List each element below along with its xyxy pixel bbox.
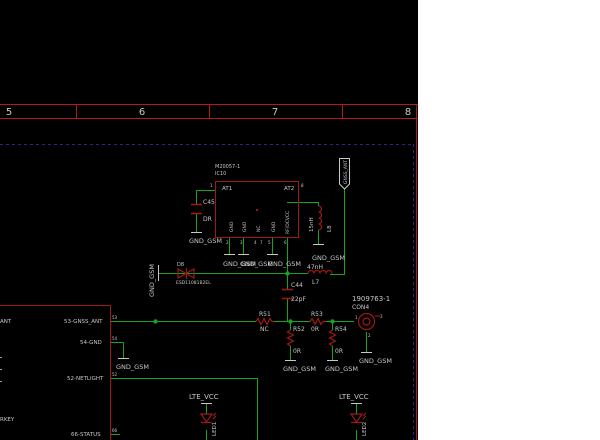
l8-name-label: L8 xyxy=(327,225,333,232)
ic10-pin-at1: AT1 xyxy=(222,186,232,192)
lte-vcc-label-1: LTE_VCC xyxy=(189,393,219,401)
d8-name-label: D8 xyxy=(177,262,184,268)
r52-name-label: R52 xyxy=(293,326,305,333)
con4-value-label: 1909763-1 xyxy=(352,295,390,303)
gnd-label-module: GND_GSM xyxy=(116,363,149,371)
ic10-pin-num-8: 8 xyxy=(301,183,304,188)
ic10-body[interactable] xyxy=(215,181,299,238)
gnd-label-r52: GND_GSM xyxy=(283,365,316,373)
ground-symbols xyxy=(118,232,372,361)
con4-pin-1-label: 1 xyxy=(355,315,358,320)
r52-value-label: 0R xyxy=(293,348,301,355)
ic10-pin-num-2: 2 xyxy=(226,240,229,245)
l7-inductor[interactable] xyxy=(307,269,333,274)
r53-resistor[interactable] xyxy=(309,317,326,326)
led1-name-label: LED1 xyxy=(212,422,218,436)
gnd-label-ic-pin2: GND_GSM xyxy=(223,260,256,268)
ic10-pin-num-3: 3 xyxy=(240,240,243,245)
module-left-tick-marks xyxy=(0,357,2,382)
lte-vcc-label-2: LTE_VCC xyxy=(339,393,369,401)
led2[interactable] xyxy=(349,412,367,424)
net-junctions xyxy=(153,271,335,324)
ic10-pin-at2: AT2 xyxy=(284,186,294,192)
gnd-label-ic-pin3: GND_GSM xyxy=(240,260,273,268)
ic10-pin-rf: RF/DCVCC xyxy=(285,211,291,234)
frame-column-5: 5 xyxy=(6,107,12,118)
ic10-name-label: IC10 xyxy=(215,171,226,177)
gnd-label-c45: GND_GSM xyxy=(189,237,222,245)
module-pin-53-number: 53 xyxy=(112,315,118,320)
d8-diode[interactable] xyxy=(177,267,195,280)
schematic-drawing: 5 6 7 8 xyxy=(0,104,418,440)
r51-resistor[interactable] xyxy=(255,317,274,326)
con4-connector[interactable] xyxy=(357,312,381,331)
ic10-pin-num-1: 1 xyxy=(210,183,213,188)
con4-name-label: CON4 xyxy=(352,304,369,311)
gnd-label-d8: GND_GSM xyxy=(148,264,156,297)
module-pin-54-number: 54 xyxy=(112,336,118,341)
l8-inductor[interactable] xyxy=(318,205,323,231)
sheet-frame xyxy=(0,104,418,440)
ic10-pin-gnd-3: GND xyxy=(271,221,277,232)
module-pin-52-number: 52 xyxy=(112,372,118,377)
empty-page-area xyxy=(418,0,600,440)
r53-value-label: 0R xyxy=(311,326,319,333)
led1[interactable] xyxy=(199,412,217,424)
con4-pin-3-label: 3 xyxy=(380,314,383,319)
module-body[interactable] xyxy=(0,305,111,440)
l7-value-label: 47nH xyxy=(307,264,323,271)
led2-name-label: LED2 xyxy=(362,422,368,436)
ic10-pin-num-6: 6 xyxy=(284,240,287,245)
module-pin-53-label: 53-GNSS_ANT xyxy=(64,319,103,325)
r52-resistor[interactable] xyxy=(286,329,295,347)
ic10-pin-gnd-2: GND xyxy=(242,221,248,232)
d8-value-label: ESD11081B2EL xyxy=(176,280,211,286)
frame-column-7: 7 xyxy=(272,107,278,118)
module-pin-52-label: 52-NETLIGHT xyxy=(67,376,104,382)
frame-column-6: 6 xyxy=(139,107,145,118)
ic10-pin-gnd-1: GND xyxy=(229,221,235,232)
c45-name-label: C45 xyxy=(203,199,215,206)
c44-name-label: C44 xyxy=(291,282,303,289)
gnd-label-l8: GND_GSM xyxy=(312,254,345,262)
net-wires xyxy=(111,188,367,440)
gnd-label-ic-pin5: GND_GSM xyxy=(268,260,301,268)
schematic-canvas[interactable]: 5 6 7 8 xyxy=(0,0,418,440)
module-left-fragment-ant: ANT xyxy=(0,319,12,325)
r53-name-label: R53 xyxy=(311,311,323,318)
con4-pin-2-label: 2 xyxy=(368,333,371,338)
module-pin-66-label: 66-STATUS xyxy=(71,432,101,438)
r54-name-label: R54 xyxy=(335,326,347,333)
c44-value-label: 22pF xyxy=(291,296,306,303)
r51-name-label: R51 xyxy=(259,311,271,318)
c45-value-label: DR xyxy=(203,216,212,223)
module-pin-66-number: 66 xyxy=(112,428,118,433)
r51-value-label: NC xyxy=(260,326,269,333)
gnss-ant-net-flag[interactable] xyxy=(339,158,350,190)
r54-resistor[interactable] xyxy=(328,329,337,347)
l8-value-label: 15nH xyxy=(309,217,315,232)
ic10-pin-num-4: 4 xyxy=(254,240,257,245)
ic10-pin-nc: NC xyxy=(256,225,262,232)
ic10-pin-num-5: 5 xyxy=(268,240,271,245)
ic10-value-label: M20057-1 xyxy=(215,164,240,170)
frame-column-8: 8 xyxy=(405,107,411,118)
l7-name-label: L7 xyxy=(312,279,319,286)
gnss-ant-flag-label: GNSS_ANT xyxy=(343,160,349,184)
gnd-label-r54: GND_GSM xyxy=(325,365,358,373)
c44-capacitor[interactable] xyxy=(282,288,293,300)
module-pin-54-label: 54-GND xyxy=(80,340,102,346)
c45-capacitor[interactable] xyxy=(191,203,202,215)
ic10-pin-num-7: 7 xyxy=(260,240,263,245)
module-left-fragment-rkey: RKEY xyxy=(0,417,15,423)
r54-value-label: 0R xyxy=(335,348,343,355)
section-boundary xyxy=(0,144,414,440)
gnd-label-con4: GND_GSM xyxy=(359,357,392,365)
